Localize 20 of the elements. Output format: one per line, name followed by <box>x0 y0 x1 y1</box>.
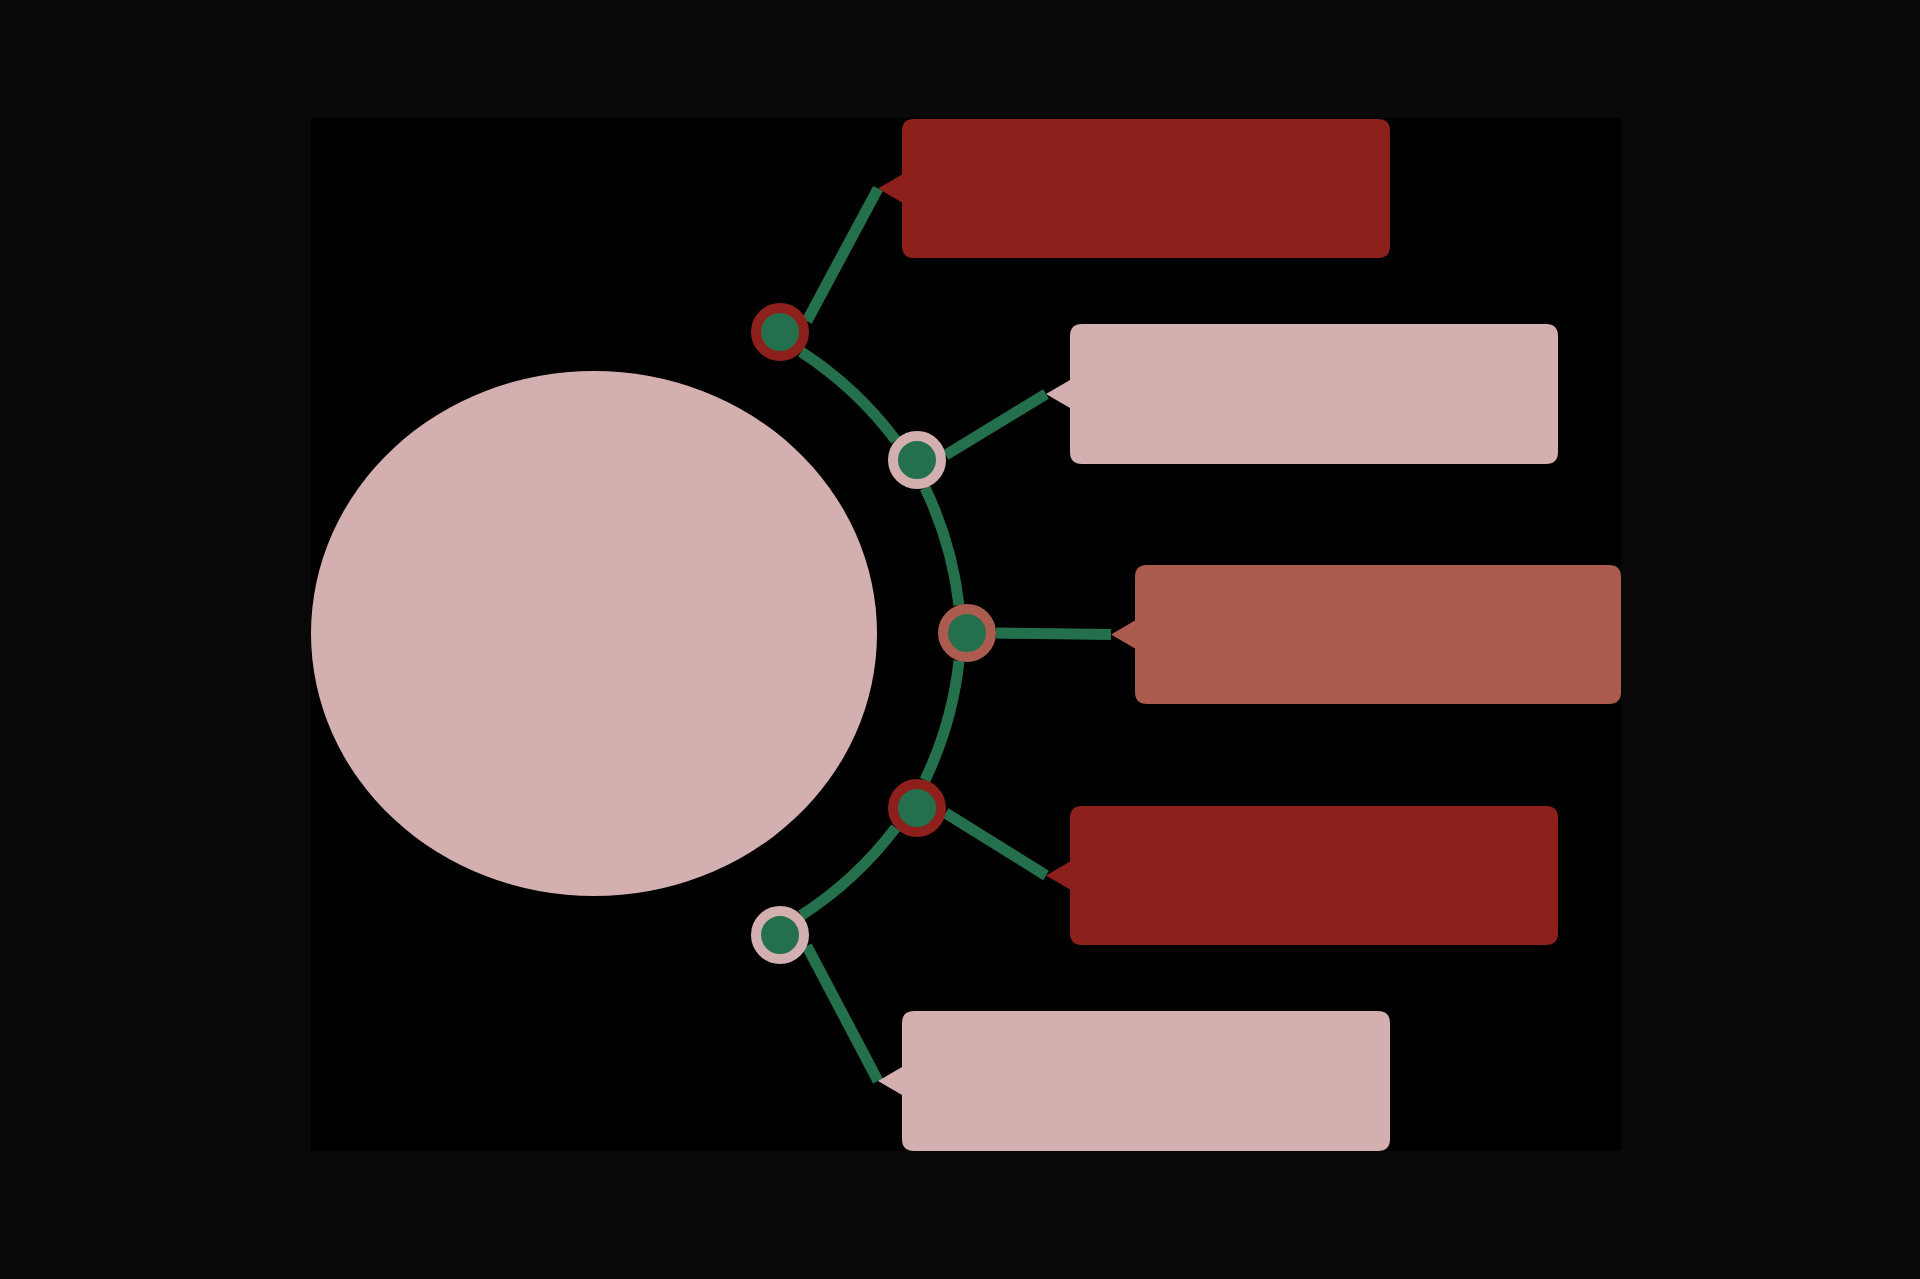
arc-connector <box>798 347 901 444</box>
connector-line <box>942 389 1049 460</box>
connector-dot <box>751 906 809 964</box>
arc-connector <box>920 485 965 606</box>
callout-box <box>1046 806 1558 945</box>
connector-dot <box>888 779 946 837</box>
connector-line <box>942 808 1049 881</box>
arc-connector <box>798 824 900 920</box>
callout-box <box>878 1011 1390 1151</box>
arc-connector <box>919 660 965 783</box>
callout-box <box>878 119 1390 258</box>
connector-dot <box>888 431 946 489</box>
callout-box <box>1111 565 1621 704</box>
large-circle <box>311 371 877 896</box>
connector-dot <box>938 604 996 662</box>
connector-dot <box>751 303 809 361</box>
connector-line <box>801 943 883 1084</box>
connector-line <box>802 185 883 324</box>
connector-line <box>995 627 1112 640</box>
callout-box <box>1046 324 1558 464</box>
